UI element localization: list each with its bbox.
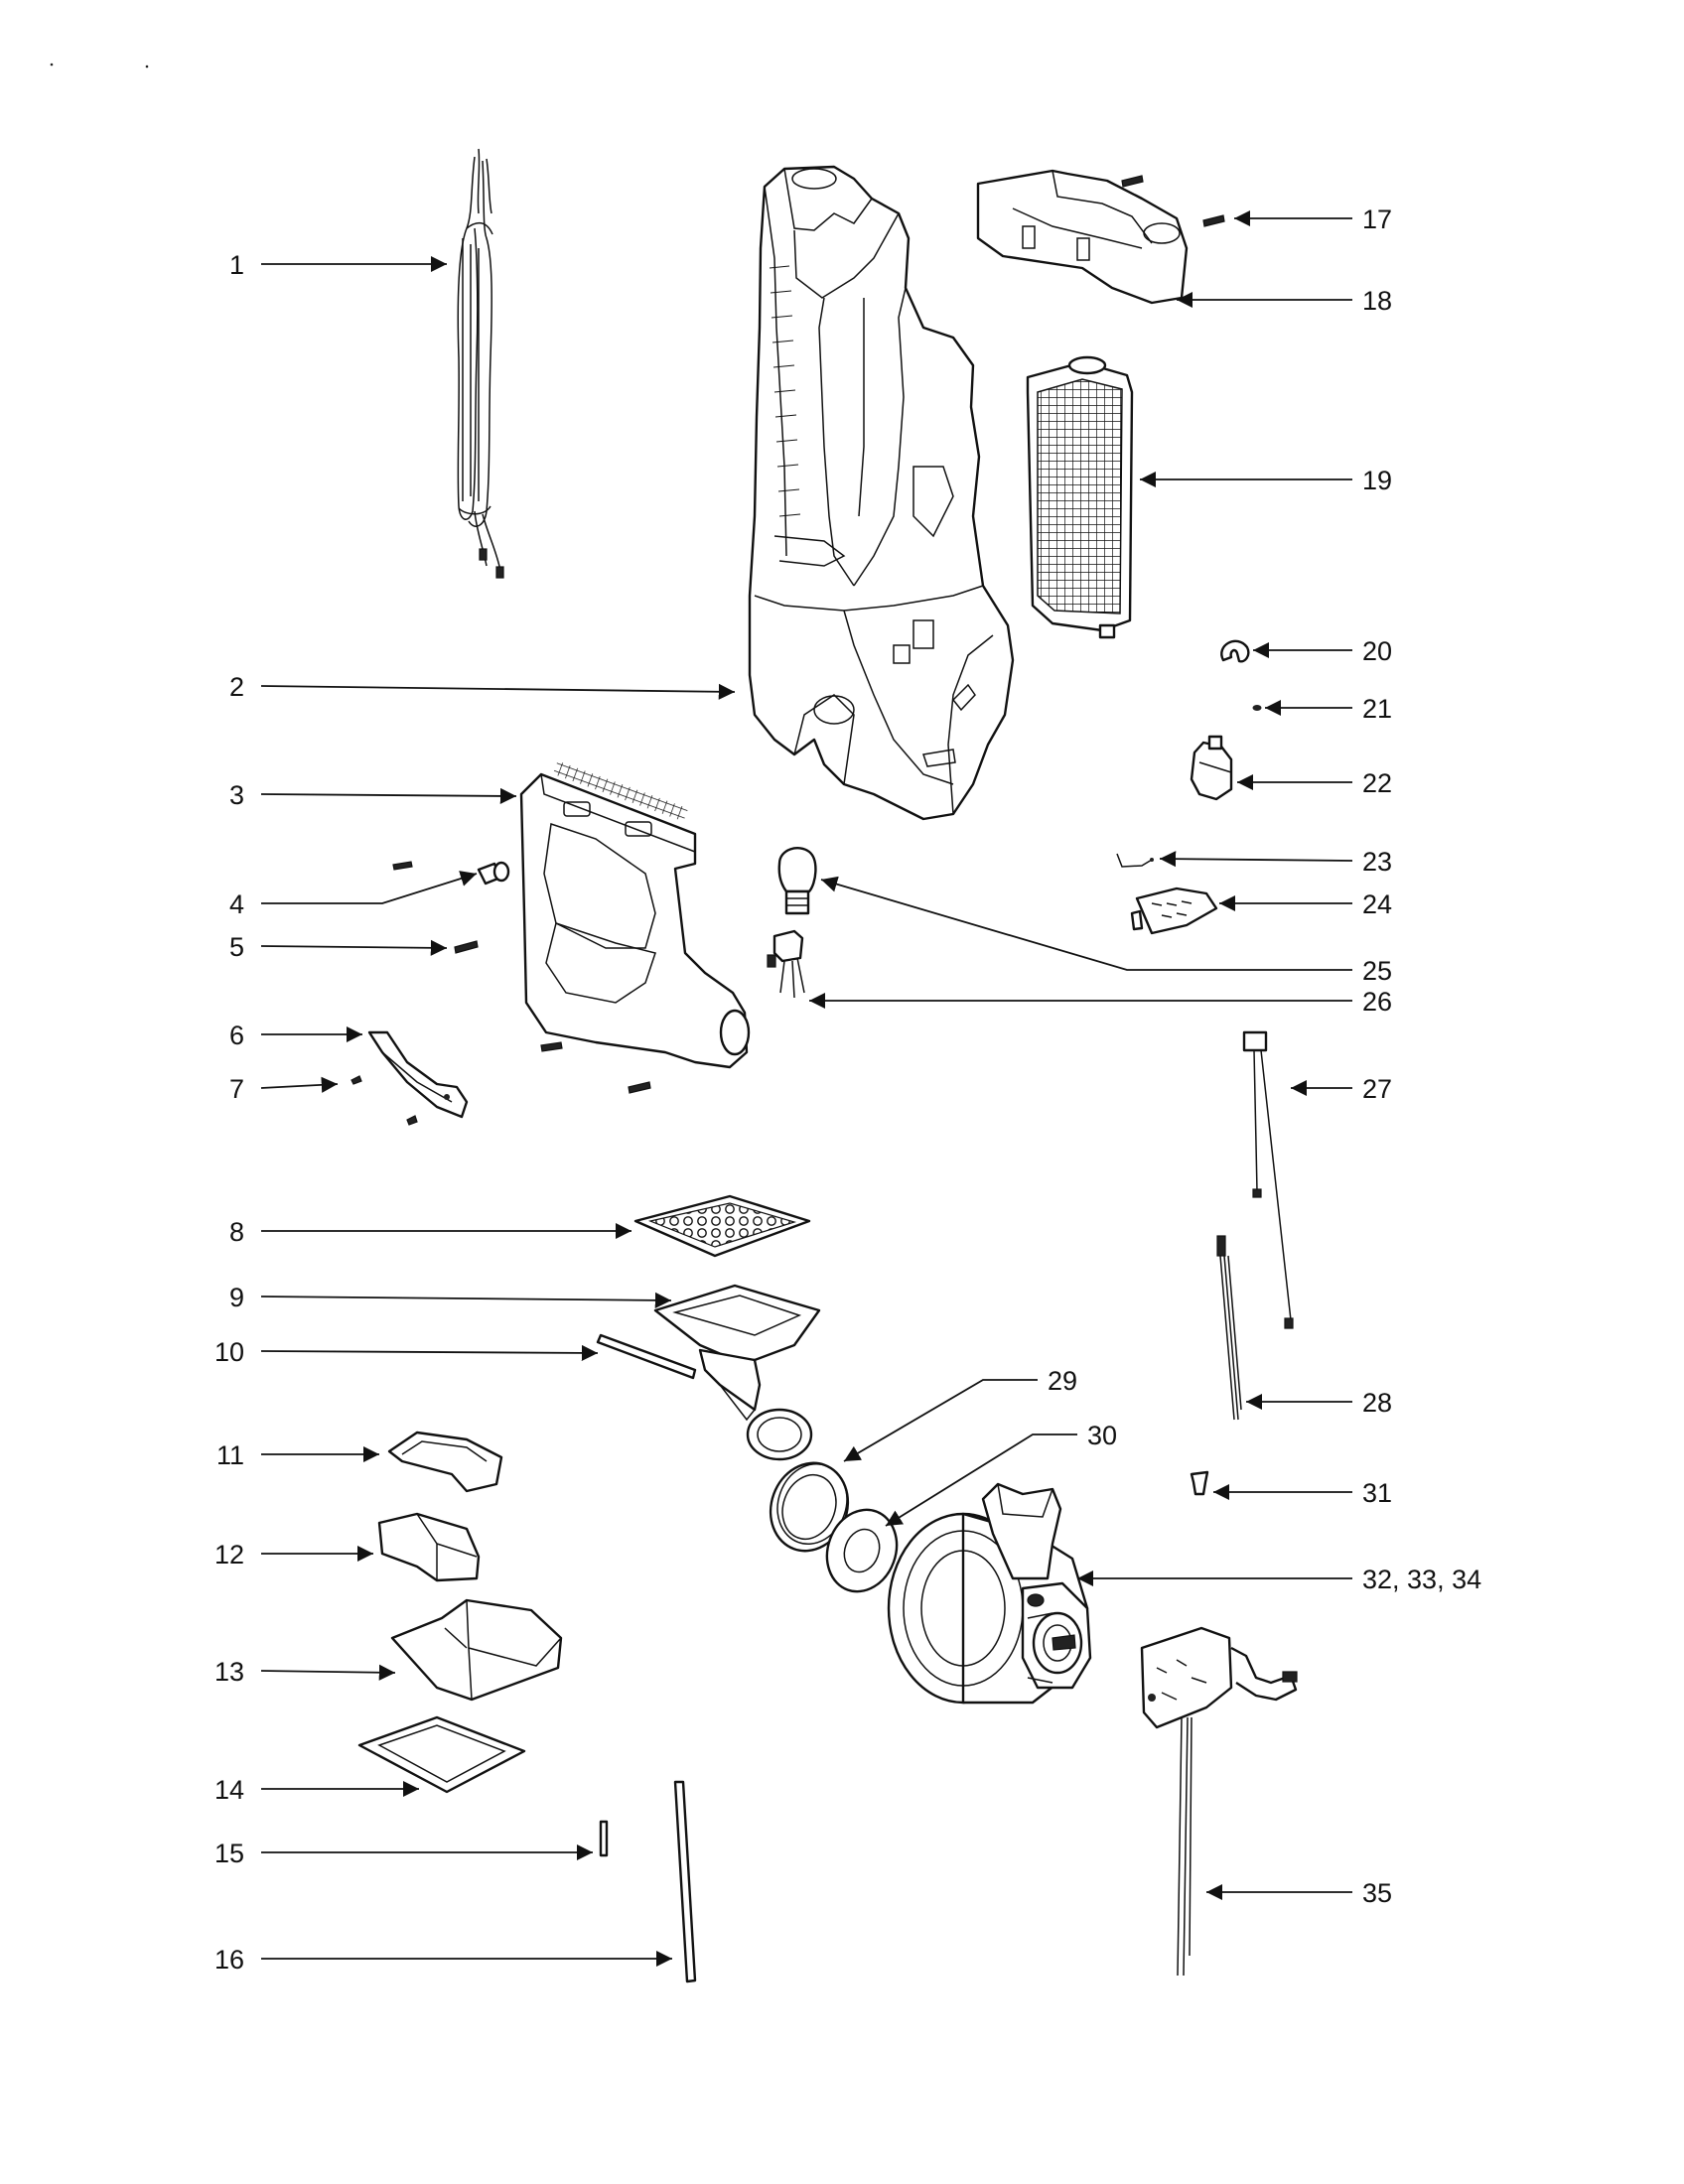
- callout-8: 8: [229, 1217, 244, 1247]
- callout-17: 17: [1362, 205, 1392, 234]
- callout-20: 20: [1362, 636, 1392, 666]
- callout-12: 12: [214, 1540, 244, 1570]
- gasket-ring-part: [825, 1508, 899, 1593]
- main-housing-part: [748, 165, 1015, 821]
- callout-19: 19: [1362, 466, 1392, 495]
- callout-9: 9: [229, 1283, 244, 1312]
- callout-5: 5: [229, 932, 244, 962]
- callout-14: 14: [214, 1775, 244, 1805]
- callout-24: 24: [1362, 889, 1392, 919]
- callout-21: 21: [1362, 694, 1392, 724]
- callout-15: 15: [214, 1839, 244, 1868]
- motor-assembly-part: [887, 1482, 1092, 1705]
- long-rod-part: [673, 1780, 697, 1983]
- callout-18: 18: [1362, 286, 1392, 316]
- gasket-frame-part: [357, 1715, 526, 1794]
- callout-26: 26: [1362, 987, 1392, 1017]
- small-pin-part: [599, 1820, 609, 1857]
- washer-part: [1252, 705, 1262, 711]
- filter-tray-part: [596, 1284, 821, 1461]
- switch-cap-part: [1190, 735, 1233, 801]
- grommet-part: [1190, 1470, 1209, 1496]
- callout-3: 3: [229, 780, 244, 810]
- hepa-filter-part: [1026, 355, 1134, 639]
- callout-11: 11: [216, 1440, 244, 1470]
- callout-31: 31: [1362, 1478, 1392, 1508]
- screen-grille-part: [633, 1194, 811, 1258]
- callout-23: 23: [1362, 847, 1392, 877]
- callout-25: 25: [1362, 956, 1392, 986]
- callout-10: 10: [214, 1337, 244, 1367]
- power-cord-part: [457, 148, 504, 579]
- wire-pair-part: [1216, 1235, 1242, 1421]
- base-tray-part: [390, 1598, 563, 1702]
- callout-27: 27: [1362, 1074, 1392, 1104]
- callout-16: 16: [214, 1945, 244, 1975]
- bulb-socket-part: [767, 929, 805, 999]
- callout-30: 30: [1087, 1421, 1117, 1450]
- bracket-part: [351, 1030, 469, 1126]
- cover-tray-part: [387, 1431, 503, 1493]
- callout-22: 22: [1362, 768, 1392, 798]
- callout-labels: 1 2 3 4 5 6 7 8 9 10 11 12 13 14 15 16 1…: [214, 205, 1481, 1975]
- circuit-board-part: [1140, 1626, 1298, 1977]
- callout-35: 35: [1362, 1878, 1392, 1908]
- wire-clip-part: [1116, 853, 1154, 868]
- callout-28: 28: [1362, 1388, 1392, 1418]
- callout-29: 29: [1048, 1366, 1077, 1396]
- callout-7: 7: [229, 1074, 244, 1104]
- e-clip-part: [1220, 639, 1250, 663]
- light-bulb-part: [777, 847, 817, 915]
- front-cover-part: [519, 760, 751, 1069]
- screws-part: [454, 940, 651, 1094]
- foam-pad-part: [377, 1512, 481, 1582]
- switch-board-part: [1130, 887, 1218, 935]
- handle-bracket-part: [976, 169, 1189, 305]
- screws-top-part: [1121, 175, 1225, 227]
- leader-lines: [260, 209, 1353, 1968]
- wire-harness-part: [1242, 1030, 1294, 1329]
- callout-4: 4: [229, 889, 244, 919]
- callout-2: 2: [229, 672, 244, 702]
- knob-and-screw-part: [392, 861, 510, 886]
- callout-32-33-34: 32, 33, 34: [1362, 1565, 1481, 1594]
- callout-1: 1: [229, 250, 244, 280]
- callout-6: 6: [229, 1021, 244, 1050]
- callout-13: 13: [214, 1657, 244, 1687]
